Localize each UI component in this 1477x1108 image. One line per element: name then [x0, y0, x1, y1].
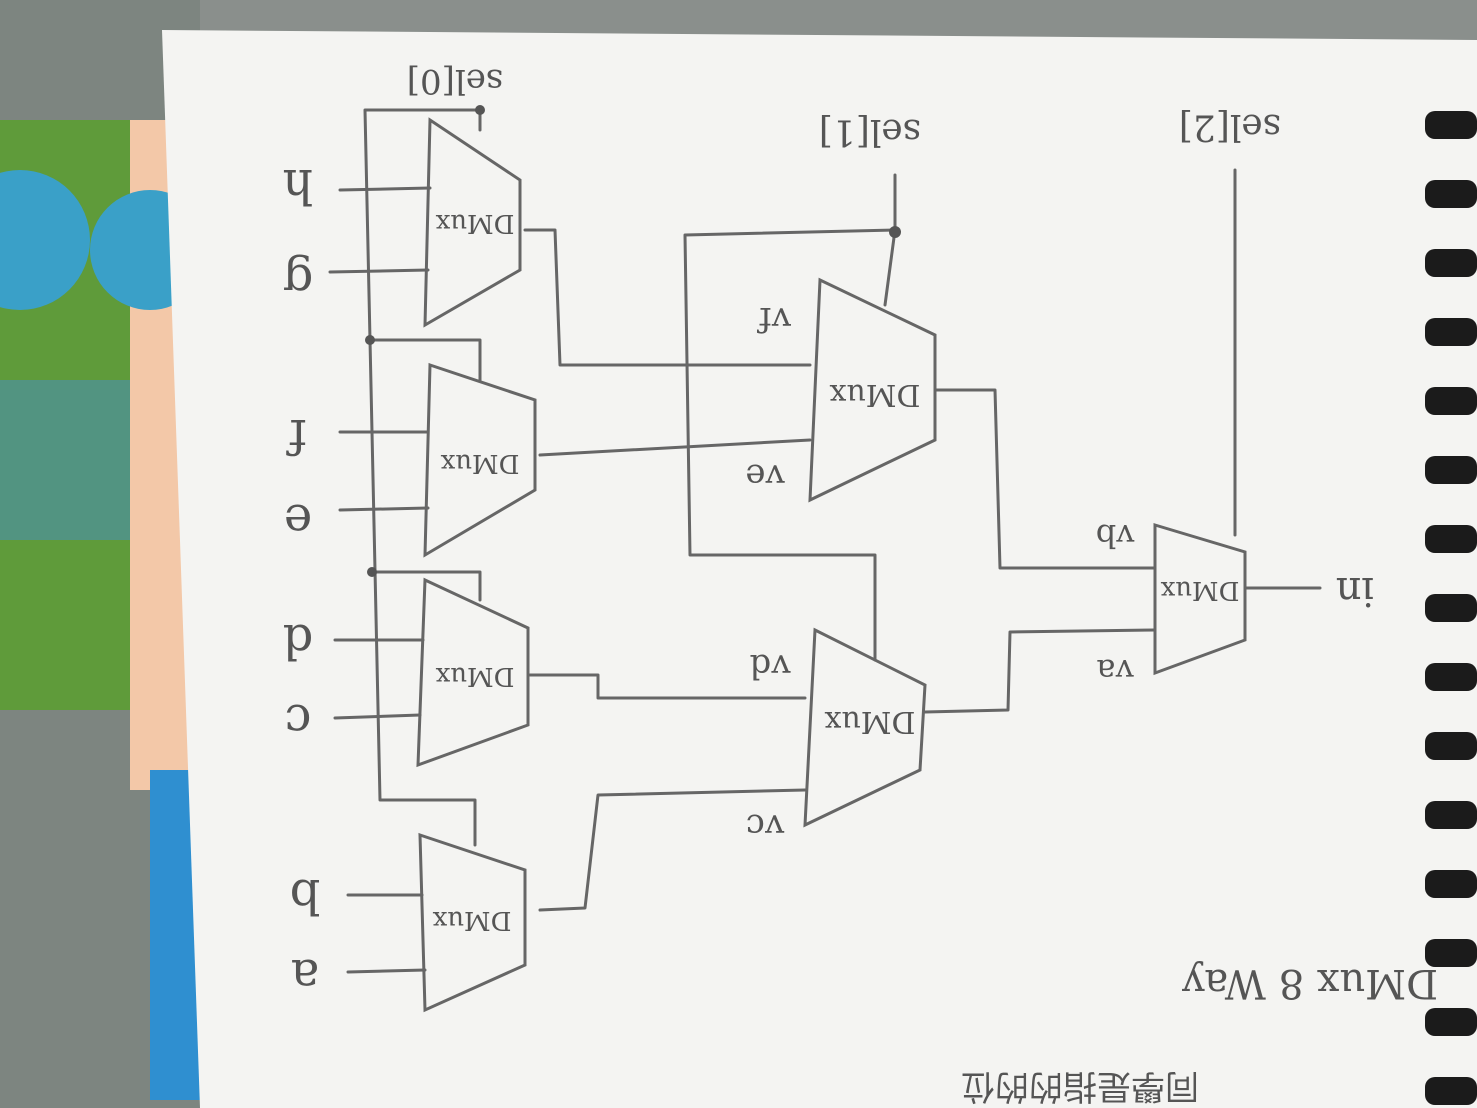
dmux-stage2-top: DMux vf ve	[523, 228, 937, 503]
output-labels: h g f e d c b a	[283, 158, 321, 1004]
spiral-ring	[1425, 663, 1477, 691]
output-c: c	[285, 693, 312, 749]
dmux-ef-label: DMux	[440, 448, 519, 478]
stage2-top-out-e: ve	[745, 456, 785, 496]
dmux-stage1-gh: DMux	[328, 117, 522, 328]
paper-sheet	[162, 30, 1477, 1108]
output-a: a	[291, 948, 320, 1004]
stage3-out-bottom: va	[1096, 652, 1134, 690]
spiral-ring	[1425, 594, 1477, 622]
sel-1-label: sel[1]	[819, 111, 921, 152]
spiral-ring	[1425, 318, 1477, 346]
spiral-ring	[1425, 1077, 1477, 1105]
spiral-ring	[1425, 801, 1477, 829]
spiral-ring	[1425, 525, 1477, 553]
dmux-cd-label: DMux	[435, 661, 514, 691]
sel-0-label: sel[0]	[407, 61, 504, 101]
spiral-ring	[1425, 111, 1477, 139]
output-e: e	[284, 493, 312, 549]
dmux-stage1-ab: DMux	[346, 832, 527, 1013]
dmux-ab-label: DMux	[432, 905, 511, 935]
spiral-ring	[1425, 1008, 1477, 1036]
spiral-ring	[1425, 387, 1477, 415]
sel-2-label: sel[2]	[1179, 106, 1281, 147]
page-title: DMux 8 Way	[1181, 960, 1438, 1006]
spiral-ring	[1425, 870, 1477, 898]
dmux-stage2-top-label: DMux	[829, 377, 920, 412]
dmux-stage3: DMux in vb va	[923, 388, 1375, 714]
dmux-stage3-label: DMux	[1160, 575, 1239, 605]
dmux-stage2-bottom-label: DMux	[824, 704, 915, 739]
spiral-ring	[1425, 456, 1477, 484]
spiral-ring	[1425, 732, 1477, 760]
page-note: 同學是指的的位	[961, 1066, 1199, 1106]
output-f: f	[286, 408, 307, 464]
output-g: g	[283, 253, 314, 309]
stage3-out-top: vb	[1096, 517, 1136, 555]
stage2-bottom-out-d: vd	[750, 646, 792, 686]
spiral-ring	[1425, 180, 1477, 208]
stage2-top-out-f: vf	[757, 299, 792, 339]
output-d: d	[283, 613, 314, 669]
spiral-ring	[1425, 249, 1477, 277]
output-b: b	[290, 868, 321, 924]
dmux-stage1-ef: DMux	[338, 362, 537, 558]
output-h: h	[283, 158, 314, 214]
spiral-binding	[1425, 111, 1477, 1105]
select-wires	[363, 105, 1237, 847]
dmux-stage1-cd: DMux	[333, 577, 530, 768]
dmux-gh-label: DMux	[435, 208, 514, 238]
stage2-bottom-out-c: vc	[746, 806, 785, 846]
input-in-label: in	[1336, 568, 1375, 614]
dmux-stage2-bottom: DMux vd vc	[528, 627, 927, 912]
spiral-ring	[1425, 939, 1477, 967]
